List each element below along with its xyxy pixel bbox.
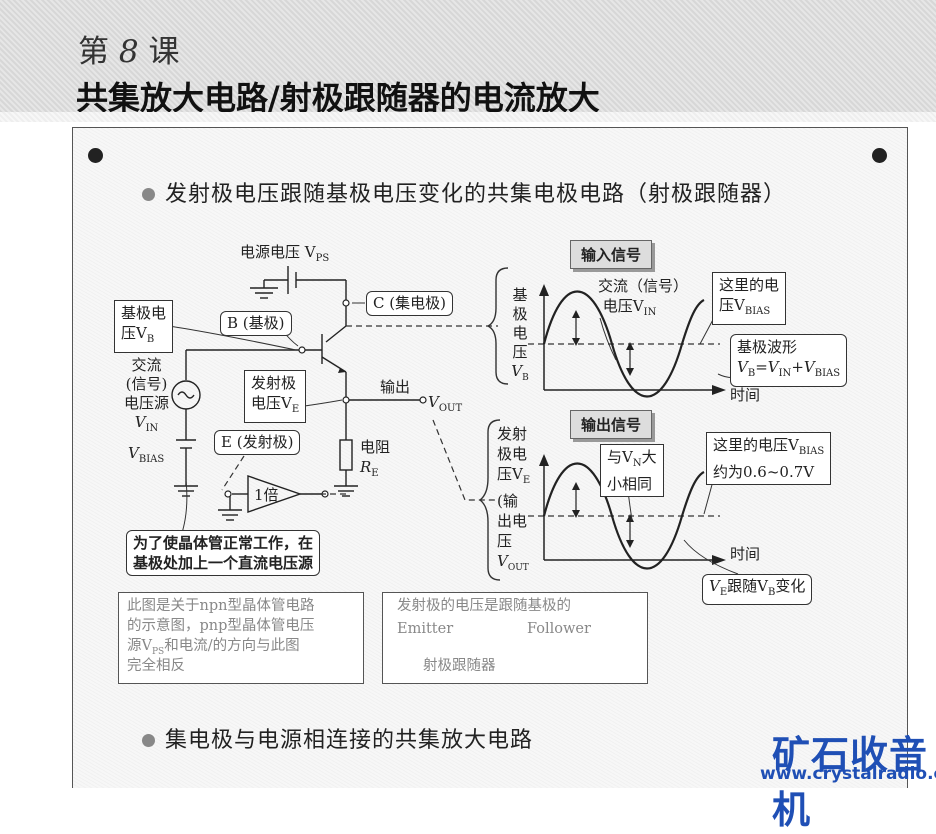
buffer-gain-label: 1倍 — [254, 486, 279, 504]
vout-label: VOUT — [428, 393, 463, 414]
input-signal-title: 输入信号 — [570, 240, 653, 269]
site-url: www.crystalradio.cn — [760, 764, 936, 784]
follower-note-line: 发射极的电压是跟随基极的 — [397, 598, 571, 614]
output-signal-title: 输出信号 — [570, 410, 653, 439]
npn-note-line: 源VPS和电流/的方向与此图 — [127, 638, 300, 657]
emitter-word: Emitter — [397, 621, 454, 637]
input-bias-callout: 这里的电压VBIAS — [712, 272, 787, 325]
section-heading: 发射极电压跟随基极电压变化的共集电极电路（射极跟随器） — [142, 176, 786, 208]
page-title: 共集放大电路/射极跟随器的电流放大 — [76, 79, 600, 117]
same-magnitude-callout: 与VN大小相同 — [600, 444, 664, 497]
input-time-label: 时间 — [730, 386, 761, 404]
header-divider — [0, 112, 936, 122]
follower-word: Follower — [527, 621, 591, 637]
npn-note-line: 完全相反 — [127, 658, 185, 674]
bullet-icon — [142, 188, 155, 201]
follower-cn: 射极跟随器 — [423, 658, 496, 674]
supply-voltage-label: 电源电压 VPS — [240, 243, 330, 264]
npn-note-box: 此图是关于npn型晶体管电路 的示意图，pnp型晶体管电压 源VPS和电流/的方… — [118, 592, 364, 684]
binder-hole-icon — [872, 148, 887, 163]
npn-note-line: 的示意图，pnp型晶体管电压 — [127, 618, 315, 634]
follower-note-box: 发射极的电压是跟随基极的 Emitter Follower 射极跟随器 — [382, 592, 648, 684]
ac-signal-label: 交流（信号） 电压VIN — [598, 277, 689, 318]
follow-callout: VE跟随VB变化 — [702, 574, 813, 605]
output-time-label: 时间 — [730, 545, 761, 563]
vbias-label: VBIAS — [128, 444, 165, 465]
binder-hole-icon — [88, 148, 103, 163]
bullet-icon — [142, 734, 155, 747]
bias-note: 为了使晶体管正常工作，在基极处加上一个直流电压源 — [126, 530, 321, 576]
emitter-voltage-callout: 发射极电压VE — [244, 370, 307, 423]
emitter-label: E (发射极) — [214, 430, 301, 455]
header-band — [0, 0, 936, 112]
npn-note-line: 此图是关于npn型晶体管电路 — [127, 598, 315, 614]
lesson-number: 第 8 课 — [78, 34, 180, 70]
collector-label: C (集电极) — [366, 291, 453, 316]
base-voltage-callout: 基极电压VB — [114, 300, 174, 353]
base-label: B (基极) — [220, 311, 292, 336]
section2-heading: 集电极与电源相连接的共集放大电路 — [142, 722, 533, 754]
output-label: 输出 — [380, 378, 411, 396]
